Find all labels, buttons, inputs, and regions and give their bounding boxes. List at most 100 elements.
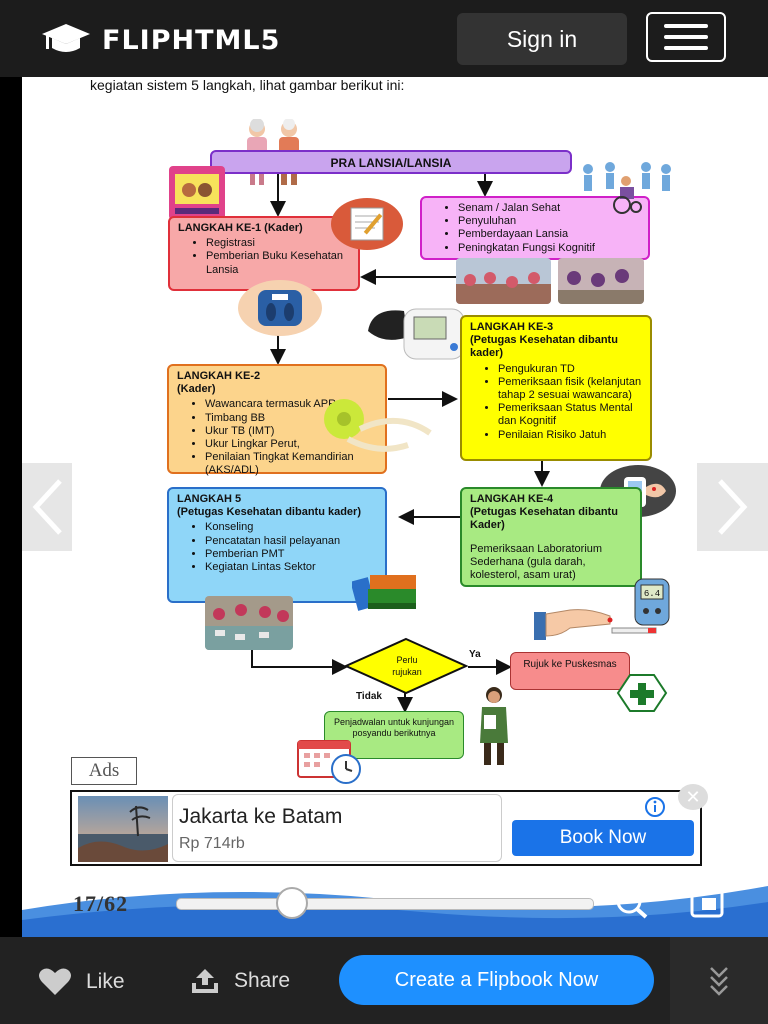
create-flipbook-button[interactable]: Create a Flipbook Now bbox=[339, 955, 654, 1005]
list-item: Pencatatan hasil pelayanan bbox=[205, 535, 377, 548]
top-bar: FLIPHTML5 Sign in bbox=[0, 0, 768, 77]
share-label: Share bbox=[234, 969, 291, 992]
books-icon bbox=[352, 575, 416, 611]
share-upload-icon bbox=[192, 969, 218, 993]
step-3-title: LANGKAH KE-3 bbox=[470, 321, 554, 333]
activities-list: Senam / Jalan Sehat Penyuluhan Pemberday… bbox=[430, 202, 640, 255]
measuring-tape-icon bbox=[324, 399, 432, 452]
yes-label: Ya bbox=[469, 649, 481, 660]
list-item: Ukur TB (IMT) bbox=[205, 425, 377, 438]
list-item: Pengukuran TD bbox=[498, 363, 642, 376]
info-icon[interactable] bbox=[644, 796, 666, 818]
step-4-title: LANGKAH KE-4 bbox=[470, 493, 554, 505]
step-5-list: Konseling Pencatatan hasil pelayanan Pem… bbox=[177, 521, 377, 574]
list-item: Ukur Lingkar Perut, bbox=[205, 438, 377, 451]
exercising-elderly-icon bbox=[583, 162, 671, 214]
activity-photo-2 bbox=[558, 258, 644, 304]
like-label: Like bbox=[86, 970, 125, 993]
list-item: Kegiatan Lintas Sektor bbox=[205, 561, 377, 574]
list-item: Peningkatan Fungsi Kognitif bbox=[458, 242, 640, 255]
step-2-title: LANGKAH KE-2 bbox=[177, 370, 261, 382]
fullscreen-icon[interactable] bbox=[690, 888, 724, 918]
list-item: Pemeriksaan Status Mental dan Kognitif bbox=[498, 402, 642, 428]
brand-name: FLIPHTML5 bbox=[102, 24, 281, 56]
list-item: Penilaian Tingkat Kemandirian (AKS/ADL) bbox=[205, 451, 377, 477]
decision-diamond bbox=[344, 637, 468, 695]
activity-photo-1 bbox=[456, 258, 551, 304]
intro-text: kegiatan sistem 5 langkah, lihat gambar … bbox=[90, 77, 405, 93]
menu-line-icon bbox=[664, 35, 708, 39]
ads-label: Ads bbox=[71, 757, 137, 785]
step-4-box: LANGKAH KE-4 (Petugas Kesehatan dibantu … bbox=[460, 487, 642, 587]
list-item: Registrasi bbox=[206, 237, 350, 250]
glucose-meter-icon: 6.4 bbox=[634, 578, 670, 626]
list-item: Senam / Jalan Sehat bbox=[458, 202, 640, 215]
menu-line-icon bbox=[664, 46, 708, 50]
page-slider[interactable] bbox=[176, 898, 594, 910]
zoom-out-icon[interactable] bbox=[614, 886, 650, 920]
calendar-clock-icon bbox=[297, 740, 361, 784]
registration-notebook-icon bbox=[331, 198, 403, 250]
step-3-subtitle: (Petugas Kesehatan dibantu kader) bbox=[470, 334, 618, 360]
counseling-photo bbox=[205, 596, 293, 650]
list-item: Pemeriksaan fisik (kelanjutan tahap 2 se… bbox=[498, 376, 642, 402]
ad-image bbox=[78, 796, 168, 862]
glucose-reading: 6.4 bbox=[644, 589, 660, 599]
activities-box: Senam / Jalan Sehat Penyuluhan Pemberday… bbox=[420, 196, 650, 260]
referral-box: Rujuk ke Puskesmas bbox=[510, 652, 630, 690]
list-item: Pemberian Buku Kesehatan Lansia bbox=[206, 250, 350, 276]
decision-label: Perlu rujukan bbox=[392, 655, 422, 677]
step-4-subtitle: (Petugas Kesehatan dibantu Kader) bbox=[470, 506, 618, 532]
ad-card[interactable]: Jakarta ke Batam Rp 714rb bbox=[172, 794, 502, 862]
page-indicator: 17/62 bbox=[73, 891, 129, 916]
no-label: Tidak bbox=[356, 691, 382, 702]
heart-icon bbox=[39, 968, 71, 995]
double-chevron-down-icon bbox=[710, 966, 728, 996]
list-item: Timbang BB bbox=[205, 412, 377, 425]
brand-logo[interactable]: FLIPHTML5 bbox=[40, 22, 280, 58]
ad-banner[interactable]: Jakarta ke Batam Rp 714rb Book Now ✕ bbox=[70, 784, 708, 866]
finger-prick-icon bbox=[534, 609, 657, 640]
step-5-subtitle: (Petugas Kesehatan dibantu kader) bbox=[177, 506, 361, 519]
step-1-box: LANGKAH KE-1 (Kader) Registrasi Pemberia… bbox=[168, 216, 360, 291]
page-slider-thumb[interactable] bbox=[276, 887, 309, 919]
referral-label: Rujuk ke Puskesmas bbox=[523, 659, 617, 670]
hamburger-menu-button[interactable] bbox=[646, 12, 726, 62]
expand-down-button[interactable] bbox=[670, 937, 768, 1024]
list-item: Pemberian PMT bbox=[205, 548, 377, 561]
step-2-list: Wawancara termasuk APR Timbang BB Ukur T… bbox=[177, 398, 377, 477]
next-page-button[interactable] bbox=[697, 463, 768, 551]
list-item: Konseling bbox=[205, 521, 377, 534]
health-book-image bbox=[169, 166, 225, 220]
sign-in-button[interactable]: Sign in bbox=[457, 13, 627, 65]
list-item: Penilaian Risiko Jatuh bbox=[498, 429, 642, 442]
step-2-subtitle: (Kader) bbox=[177, 383, 216, 396]
graduation-cap-icon bbox=[42, 24, 90, 52]
previous-page-button[interactable] bbox=[22, 463, 72, 551]
step-3-box: LANGKAH KE-3 (Petugas Kesehatan dibantu … bbox=[460, 315, 652, 461]
blood-pressure-monitor-icon bbox=[368, 308, 465, 360]
step-3-list: Pengukuran TD Pemeriksaan fisik (kelanju… bbox=[470, 363, 642, 442]
step-5-title: LANGKAH 5 bbox=[177, 493, 242, 505]
like-button[interactable]: Like bbox=[38, 967, 125, 997]
share-button[interactable]: Share bbox=[190, 967, 290, 995]
menu-line-icon bbox=[664, 24, 708, 28]
step-5-box: LANGKAH 5 (Petugas Kesehatan dibantu kad… bbox=[167, 487, 387, 603]
step-4-body: Pemeriksaan Laboratorium Sederhana (gula… bbox=[470, 542, 603, 581]
flow-top-label: PRA LANSIA/LANSIA bbox=[330, 156, 452, 170]
list-item: Wawancara termasuk APR bbox=[205, 398, 377, 411]
weighing-scale-icon bbox=[238, 280, 322, 336]
close-ad-button[interactable]: ✕ bbox=[678, 784, 708, 810]
book-now-button[interactable]: Book Now bbox=[512, 820, 694, 856]
chevron-right-icon bbox=[717, 479, 747, 535]
schedule-label: Penjadwalan untuk kunjungan posyandu ber… bbox=[333, 717, 455, 738]
puskesmas-logo-icon bbox=[616, 674, 668, 712]
health-worker-icon bbox=[480, 687, 508, 765]
step-1-title: LANGKAH KE-1 (Kader) bbox=[178, 222, 303, 234]
list-item: Penyuluhan bbox=[458, 215, 640, 228]
chevron-left-icon bbox=[32, 479, 62, 535]
ad-title: Jakarta ke Batam bbox=[179, 805, 343, 828]
flow-top-banner: PRA LANSIA/LANSIA bbox=[210, 150, 572, 174]
footer-bar: Like Share Create a Flipbook Now bbox=[0, 937, 768, 1024]
ad-price: Rp 714rb bbox=[179, 835, 245, 852]
